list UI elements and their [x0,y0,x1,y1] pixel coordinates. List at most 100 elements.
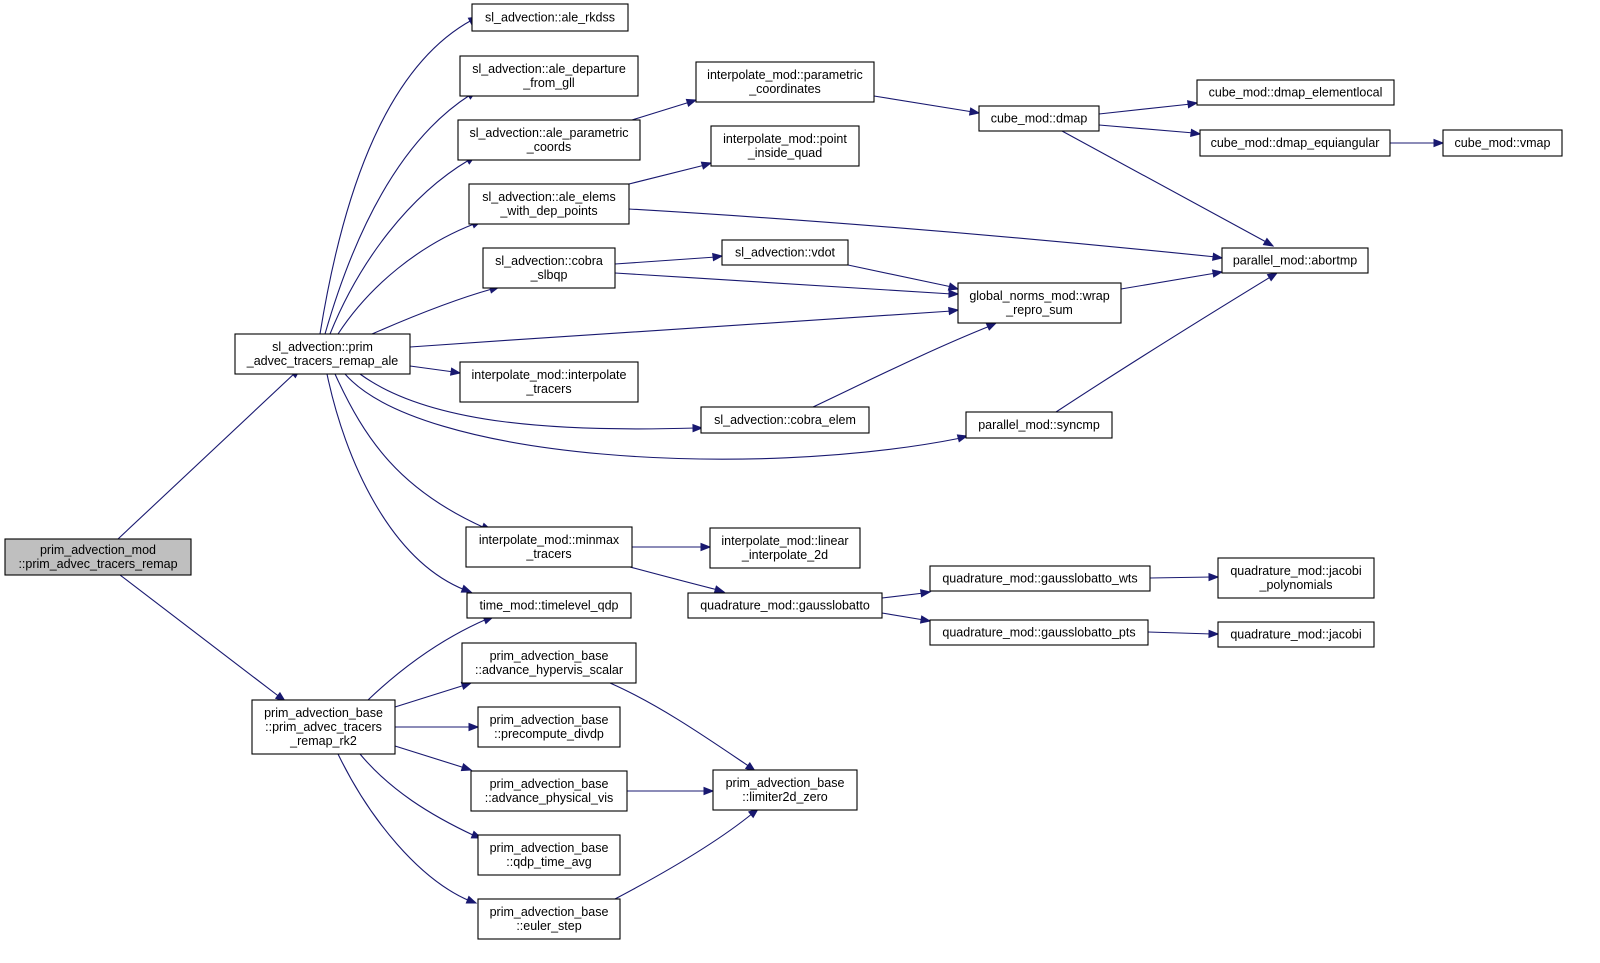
edge-line [881,592,925,599]
function-nodes: prim_advection_mod::prim_advec_tracers_r… [4,3,1563,940]
function-node-pointquad[interactable]: interpolate_mod::point_inside_quad [710,125,860,167]
edge-arrowhead [712,252,724,262]
function-node-gwts[interactable]: quadrature_mod::gausslobatto_wts [929,565,1151,592]
call-edge-ale-interp [409,365,462,376]
edge-arrowhead [1262,237,1275,247]
node-label: _with_dep_points [499,204,597,218]
node-label: ::advance_physical_vis [485,791,614,805]
node-box [457,119,641,161]
call-edge-cobraelem-wrap [812,322,998,408]
node-label: sl_advection::ale_parametric [469,126,628,140]
node-label: ::advance_hypervis_scalar [475,663,623,677]
edge-arrowhead [919,589,932,598]
function-node-dmaplocal[interactable]: cube_mod::dmap_elementlocal [1196,79,1395,106]
node-box [957,282,1122,324]
node-box [978,105,1100,132]
function-node-vdot[interactable]: sl_advection::vdot [721,239,849,266]
call-edge-gpts-jacobi [1147,629,1220,639]
node-label: quadrature_mod::jacobi [1230,564,1361,578]
function-node-wrap[interactable]: global_norms_mod::wrap_repro_sum [957,282,1122,324]
function-node-depgll[interactable]: sl_advection::ale_departure_from_gll [459,55,639,97]
edge-arrowhead [1187,100,1199,109]
edge-arrowhead [968,107,981,116]
call-edge-cobra-wrap [614,272,960,298]
edge-line [873,95,974,113]
edge-arrowhead [985,322,998,331]
node-label: _tracers [525,547,571,561]
edge-arrowhead [947,282,960,291]
function-node-divdp[interactable]: prim_advection_base::precompute_divdp [477,706,621,748]
call-edge-elems-abortmp [628,208,1224,261]
node-box [477,898,621,940]
node-label: _coordinates [748,82,821,96]
edge-arrowhead [1211,269,1224,278]
call-edge-gauss-gwts [881,589,932,599]
edge-arrowhead [1190,128,1202,138]
edge-line [1147,631,1213,635]
call-edge-dmapequi-vmap [1390,138,1445,148]
edge-arrowhead [1208,629,1220,639]
node-box [461,642,637,684]
edge-line [319,19,473,335]
function-node-euler[interactable]: prim_advection_base::euler_step [477,898,621,940]
edge-line [329,159,470,335]
function-node-rkdss[interactable]: sl_advection::ale_rkdss [471,3,629,32]
function-node-elems[interactable]: sl_advection::ale_elems_with_dep_points [468,183,630,225]
function-node-paramc[interactable]: interpolate_mod::parametric_coordinates [695,61,875,103]
node-label: sl_advection::prim [272,340,373,354]
node-label: ::qdp_time_avg [506,855,592,869]
node-label: parallel_mod::abortmp [1233,254,1357,268]
node-label: _interpolate_2d [741,548,828,562]
edge-line [409,365,455,373]
call-edge-paramc-dmap [873,95,981,116]
function-node-vmap[interactable]: cube_mod::vmap [1442,129,1563,157]
function-node-timelevel[interactable]: time_mod::timelevel_qdp [466,592,632,619]
function-node-ale[interactable]: sl_advection::prim_advec_tracers_remap_a… [234,333,411,375]
function-node-dmap[interactable]: cube_mod::dmap [978,105,1100,132]
function-node-hypervis[interactable]: prim_advection_base::advance_hypervis_sc… [461,642,637,684]
edge-arrowhead [692,423,704,433]
function-node-jacpoly[interactable]: quadrature_mod::jacobi_polynomials [1217,557,1375,599]
node-label: _slbqp [530,268,568,282]
function-node-paramcoords[interactable]: sl_advection::ale_parametric_coords [457,119,641,161]
edge-line [359,373,697,430]
node-label: _remap_rk2 [289,734,357,748]
edge-line [337,223,475,335]
function-node-interp[interactable]: interpolate_mod::interpolate_tracers [459,361,639,403]
edge-arrowhead [1212,252,1224,261]
node-box [482,247,616,289]
call-edge-dmap-dmapequi [1098,124,1202,138]
function-node-cobra[interactable]: sl_advection::cobra_slbqp [482,247,616,289]
function-node-gpts[interactable]: quadrature_mod::gausslobatto_pts [929,619,1149,646]
function-node-minmax[interactable]: interpolate_mod::minmax_tracers [465,526,633,568]
function-node-cobraelem[interactable]: sl_advection::cobra_elem [700,406,870,434]
node-box [471,3,629,32]
function-node-dmapequi[interactable]: cube_mod::dmap_equiangular [1199,129,1391,157]
function-node-physvis[interactable]: prim_advection_base::advance_physical_vi… [470,770,628,812]
node-label: interpolate_mod::interpolate [472,368,627,382]
function-node-rk2[interactable]: prim_advection_base::prim_advec_tracers_… [251,699,396,755]
function-node-limiter[interactable]: prim_advection_base::limiter2d_zero [712,769,858,811]
node-box [687,592,883,619]
function-node-jacobi[interactable]: quadrature_mod::jacobi [1217,621,1375,648]
call-edge-ale-cobraelem [359,373,704,433]
node-label: _polynomials [1259,578,1333,592]
node-label: _from_gll [522,76,574,90]
function-node-linear2d[interactable]: interpolate_mod::linear_interpolate_2d [709,527,861,569]
node-box [712,769,858,811]
function-node-syncmp[interactable]: parallel_mod::syncmp [965,411,1113,439]
node-label: _tracers [525,382,571,396]
call-edge-ale-depgll [324,90,478,335]
node-label: prim_advection_base [264,706,383,720]
edge-line [1149,576,1213,579]
function-node-root[interactable]: prim_advection_mod::prim_advec_tracers_r… [4,538,192,576]
node-box [700,406,870,434]
node-label: sl_advection::ale_departure [472,62,626,76]
function-node-qdpavg[interactable]: prim_advection_base::qdp_time_avg [477,834,621,876]
edge-arrowhead [703,786,715,796]
call-edge-minmax-gauss [629,566,726,594]
call-edge-ale-rkdss [319,16,480,335]
function-node-gauss[interactable]: quadrature_mod::gausslobatto [687,592,883,619]
function-node-abortmp[interactable]: parallel_mod::abortmp [1221,247,1369,274]
node-label: quadrature_mod::gausslobatto_wts [942,572,1137,586]
